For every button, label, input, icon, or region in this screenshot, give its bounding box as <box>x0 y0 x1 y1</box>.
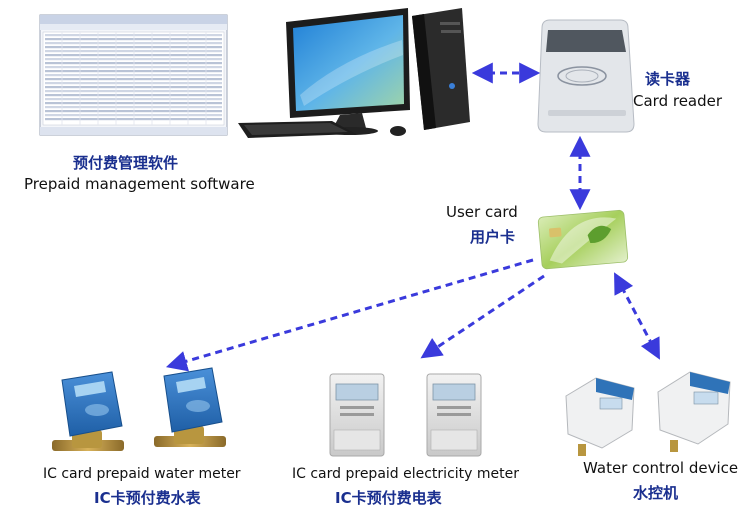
water-meter-label-cn: IC卡预付费水表 <box>94 489 201 507</box>
software-label-cn: 预付费管理软件 <box>73 154 179 172</box>
arrow-card-water-control <box>614 272 660 360</box>
card-reader-icon <box>537 19 635 133</box>
user-card-label-en: User card <box>446 203 518 221</box>
electricity-meter-label-cn: IC卡预付费电表 <box>335 489 442 507</box>
card-reader-label-en: Card reader <box>633 92 723 110</box>
software-label-en: Prepaid management software <box>24 175 255 193</box>
water-control-icon <box>565 371 731 456</box>
card-reader-label-cn: 读卡器 <box>645 70 691 88</box>
water-control-label-en: Water control device <box>583 459 739 477</box>
desktop-computer-icon <box>238 8 470 138</box>
ic-card-icon <box>537 209 629 270</box>
water-control-label-cn: 水控机 <box>633 484 679 502</box>
connection-arrows <box>165 62 660 372</box>
software-screenshot-icon <box>39 14 228 136</box>
arrow-card-electricity-meter <box>420 274 545 359</box>
water-meter-icon <box>52 367 226 451</box>
user-card-label-cn: 用户卡 <box>470 228 516 246</box>
water-meter-label-en: IC card prepaid water meter <box>43 466 241 482</box>
arrow-card-water-meter <box>165 258 534 372</box>
electricity-meter-label-en: IC card prepaid electricity meter <box>292 466 519 482</box>
electricity-meter-icon <box>329 373 482 457</box>
